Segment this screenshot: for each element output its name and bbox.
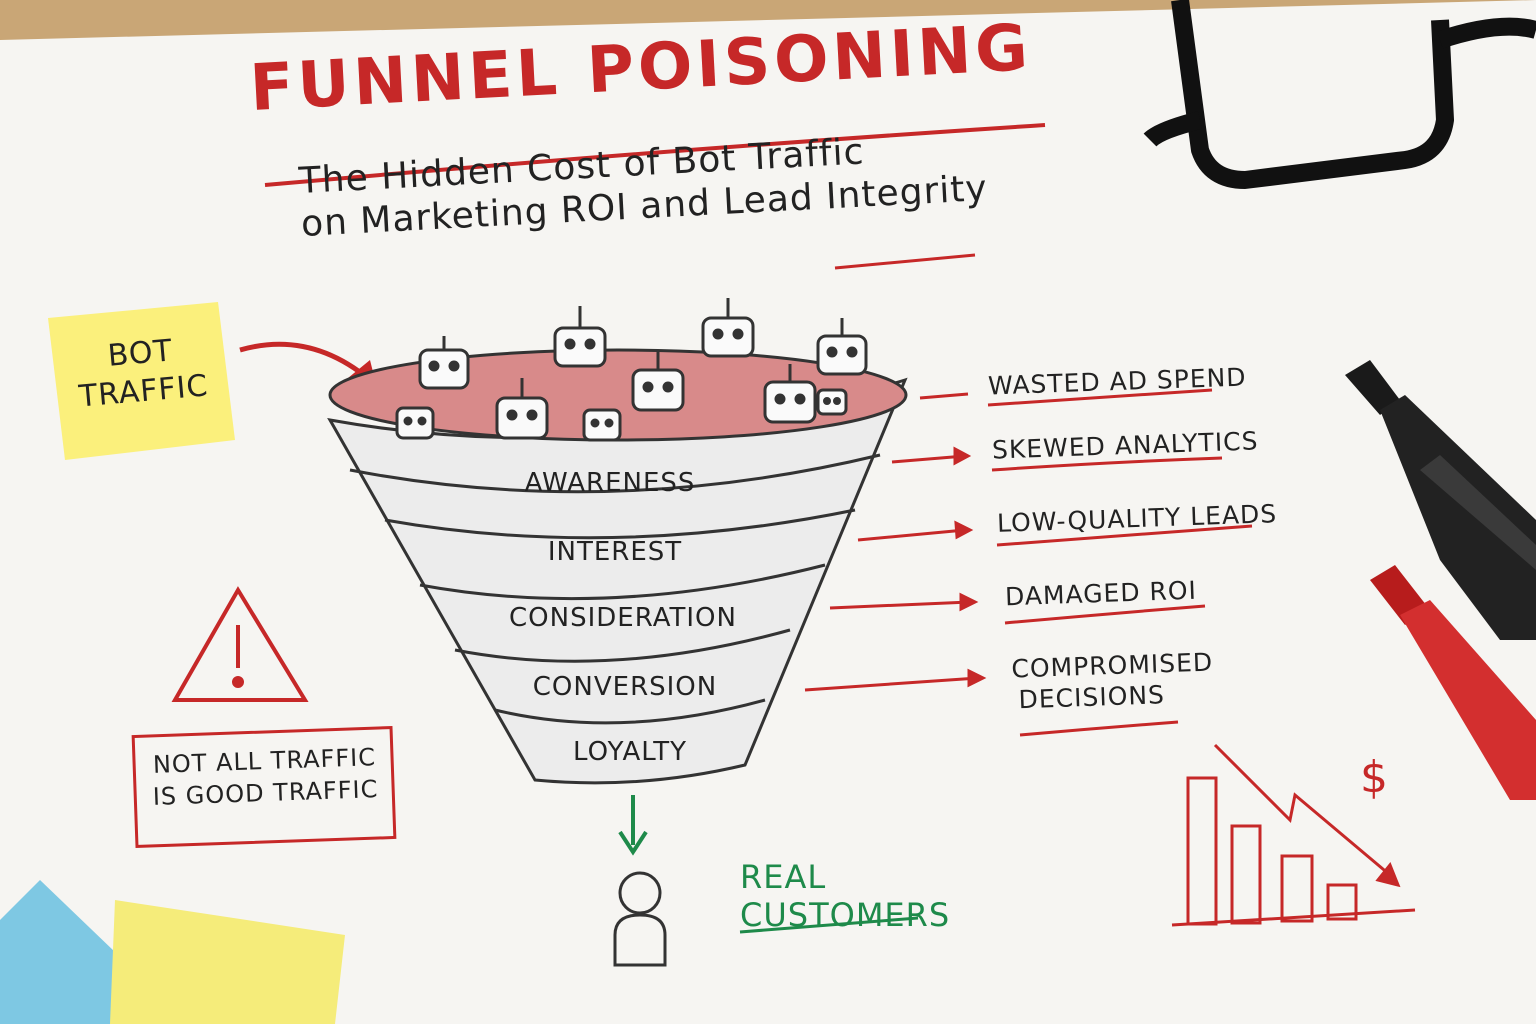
robot-icon (495, 378, 549, 440)
outcome-line-1: REAL (740, 858, 827, 896)
robot-icon (816, 388, 848, 416)
funnel-stage-awareness: AWARENESS (524, 468, 696, 498)
warning-box (131, 725, 397, 849)
yellow-sticky-note-bottom (110, 900, 345, 1024)
robot-icon (395, 406, 435, 440)
funnel-stage-consideration: CONSIDERATION (509, 603, 737, 633)
robot-icon (553, 306, 607, 368)
robot-icon (701, 298, 755, 358)
warning-icon (171, 586, 309, 702)
outcome-line-2: CUSTOMERS (740, 896, 951, 935)
effect-damaged-roi: DAMAGED ROI (1004, 575, 1198, 612)
title-underline (264, 123, 1046, 187)
bot-icons (395, 298, 868, 442)
bot-traffic-note (48, 302, 235, 460)
robot-icon (582, 408, 622, 442)
effect-underlines (987, 388, 1253, 737)
person-icon (613, 871, 667, 967)
warning-message: NOT ALL TRAFFIC IS GOOD TRAFFIC (139, 741, 391, 814)
black-marker-icon (1345, 360, 1536, 640)
effect-compromised-decisions: COMPROMISED DECISIONS (1011, 646, 1215, 716)
robot-icon (631, 350, 685, 412)
real-customers-label: REAL CUSTOMERS (740, 858, 950, 935)
funnel (327, 348, 908, 785)
declining-chart-icon (1171, 743, 1416, 927)
bot-traffic-label: BOT TRAFFIC (59, 328, 225, 417)
dollar-sign-icon: $ (1360, 752, 1389, 803)
robot-icon (418, 336, 470, 390)
funnel-stage-interest: INTEREST (547, 537, 683, 567)
lead-underline (834, 253, 976, 270)
robot-icon (763, 364, 817, 424)
glasses-icon (1143, 0, 1536, 189)
customers-underline (739, 916, 919, 934)
bot-arrow (239, 341, 372, 382)
funnel-stage-loyalty: LOYALTY (573, 737, 687, 767)
effect-arrows (804, 392, 987, 692)
funnel-stage-conversion: CONVERSION (532, 672, 718, 702)
robot-icon (816, 318, 868, 376)
down-arrow-icon (618, 795, 648, 856)
red-marker-icon (1370, 565, 1536, 800)
